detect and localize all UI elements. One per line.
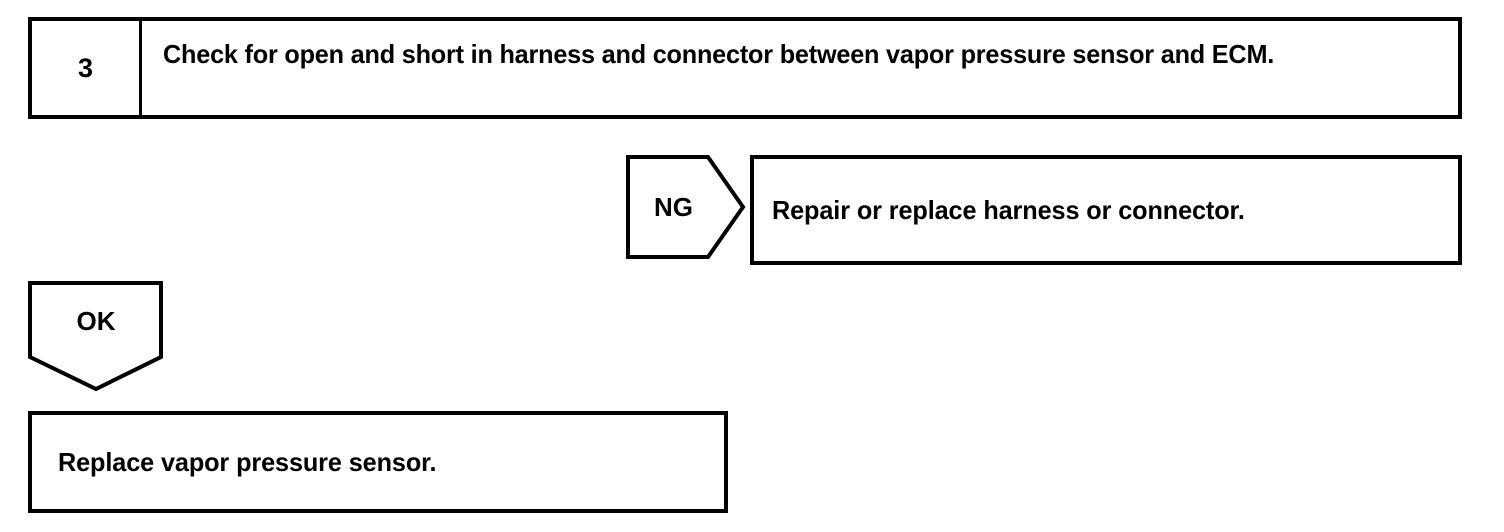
ng-result-text: Repair or replace harness or connector. <box>772 195 1245 225</box>
ng-label: NG <box>654 191 693 222</box>
final-action-text: Replace vapor pressure sensor. <box>58 446 437 477</box>
ng-branch: NG Repair or replace harness or connecto… <box>626 155 1462 265</box>
ok-arrow-shape <box>28 281 163 392</box>
ok-tag-arrow: OK <box>28 281 168 393</box>
step-number: 3 <box>77 52 94 83</box>
ng-result-box: Repair or replace harness or connector. <box>750 155 1462 265</box>
step-instruction-cell: Check for open and short in harness and … <box>142 21 1458 115</box>
step-number-cell: 3 <box>32 21 142 115</box>
step-row: 3 Check for open and short in harness an… <box>28 17 1462 119</box>
step-instruction-text: Check for open and short in harness and … <box>163 39 1275 69</box>
ok-label: OK <box>76 305 116 336</box>
ng-arrow-shape <box>626 155 746 259</box>
final-action-box: Replace vapor pressure sensor. <box>28 411 728 513</box>
ng-tag-arrow: NG <box>626 155 746 259</box>
